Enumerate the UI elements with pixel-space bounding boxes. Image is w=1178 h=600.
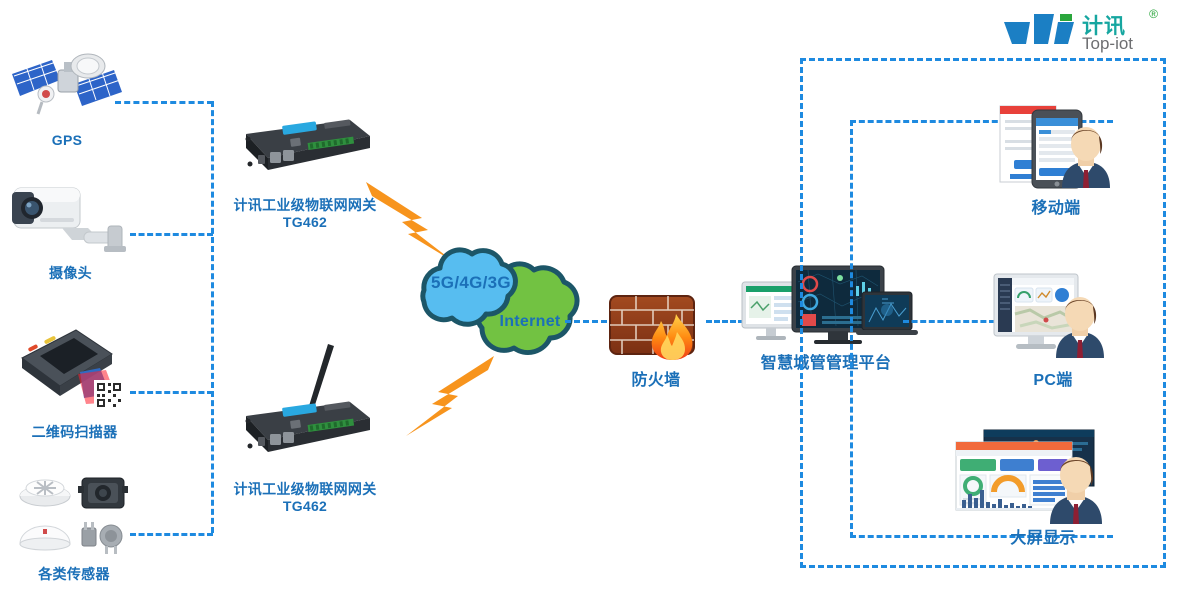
device-camera-label: 摄像头	[49, 265, 92, 281]
device-camera[interactable]	[8, 180, 133, 255]
connector-firewall-platform	[706, 320, 744, 323]
flame-icon	[651, 314, 693, 360]
terminal-mobile-label: 移动端	[1031, 200, 1081, 217]
trademark-icon: ®	[1149, 7, 1158, 21]
terminals-outer-box	[800, 58, 1166, 568]
connector-platform-pc	[903, 320, 995, 323]
iot-gateway-icon	[245, 119, 370, 170]
connector-sensors	[130, 533, 213, 536]
terminal-pc-label: PC端	[1033, 372, 1073, 389]
device-gps[interactable]	[8, 50, 126, 130]
gateway-bottom-label: 计讯工业级物联网网关 TG462	[233, 481, 377, 514]
connector-scanner	[130, 391, 213, 394]
satellite-icon	[12, 53, 122, 115]
cctv-camera-icon	[12, 187, 126, 252]
iot-gateway-antenna-icon	[245, 344, 370, 452]
connector-gps	[115, 101, 213, 104]
lightning-bolt-icon	[366, 182, 454, 262]
mobile-user-icon	[999, 105, 1110, 189]
gateway-top-label: 计讯工业级物联网网关 TG462	[233, 197, 377, 230]
device-sensors-label: 各类传感器	[38, 566, 110, 582]
bigscreen-user-icon	[955, 429, 1102, 524]
gateway-top[interactable]	[232, 112, 374, 178]
firewall-label: 防火墙	[631, 372, 681, 389]
lightning-bottom	[398, 352, 518, 442]
cloud-mobile-label: 5G/4G/3G	[431, 273, 511, 292]
terminal-bigscreen[interactable]	[950, 428, 1110, 528]
cloud-internet-label: Internet	[499, 313, 561, 330]
monitor-cluster-icon	[741, 265, 918, 344]
firewall-icon	[609, 295, 695, 360]
pc-user-icon	[993, 273, 1104, 358]
device-sensors[interactable]	[14, 466, 134, 556]
device-gps-label: GPS	[51, 132, 83, 148]
brand-en-name: Top-iot	[1082, 34, 1134, 53]
brand-cn-name: 计讯	[1082, 14, 1126, 38]
terminals-inner-box	[850, 120, 1113, 538]
mobile-network-cloud-icon	[420, 247, 518, 327]
qr-scanner-icon	[21, 329, 124, 410]
terminal-pc[interactable]	[990, 270, 1116, 362]
left-bus-vertical	[211, 101, 214, 533]
device-scanner-label: 二维码扫描器	[31, 424, 118, 440]
firewall[interactable]	[606, 286, 706, 364]
network-clouds: 5G/4G/3G Internet	[410, 232, 600, 372]
cloud-group-icon	[420, 247, 580, 355]
lightning-top	[358, 178, 478, 268]
terminal-bigscreen-label: 大屏显示	[1010, 530, 1076, 547]
terminal-mobile[interactable]	[996, 100, 1116, 196]
connector-cloud-firewall	[565, 320, 607, 323]
gateway-bottom[interactable]	[232, 338, 374, 460]
platform-label: 智慧城管管理平台	[760, 355, 892, 372]
ti-logo-icon	[1004, 14, 1074, 44]
connector-camera	[130, 233, 213, 236]
device-scanner[interactable]	[12, 322, 137, 412]
brand-logo: 计讯 ® Top-iot	[1004, 6, 1164, 58]
sensors-group-icon	[19, 477, 128, 554]
lightning-bolt-icon	[406, 356, 494, 436]
management-platform[interactable]	[736, 258, 918, 358]
